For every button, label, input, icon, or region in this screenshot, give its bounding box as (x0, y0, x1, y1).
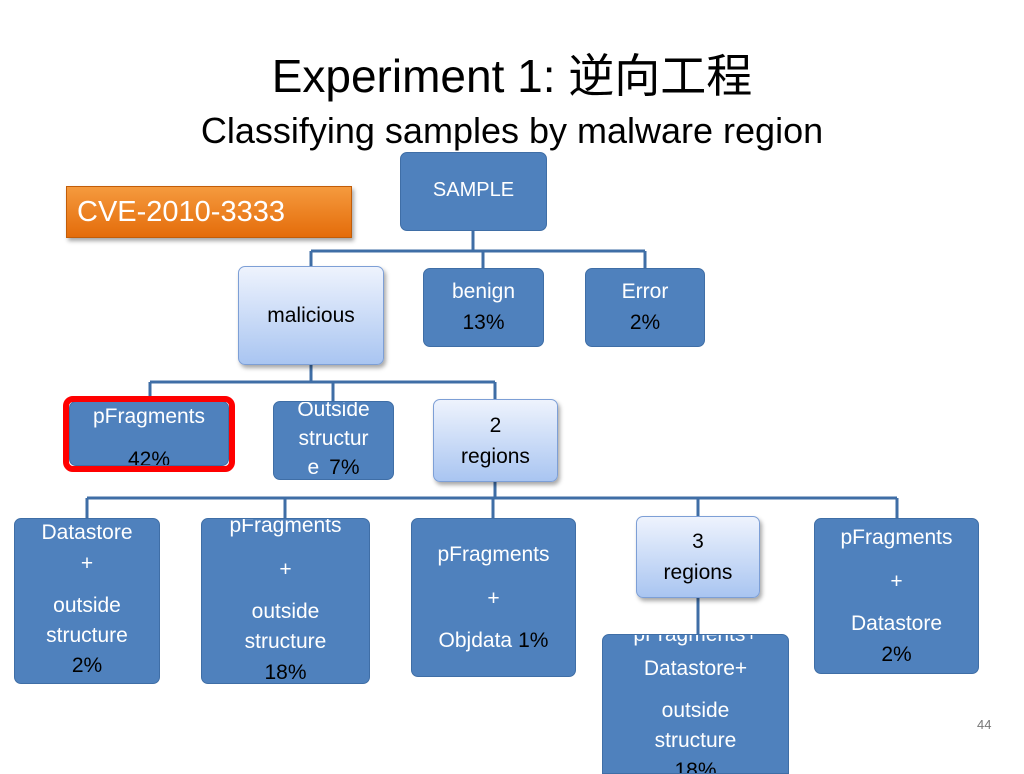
node-ds-outside-l2: + (80, 552, 94, 575)
node-ds-outside-l4: structure (46, 624, 128, 647)
cve-badge: CVE-2010-3333 (66, 186, 352, 238)
node-two-regions: 2 regions (433, 399, 558, 482)
slide-subtitle: Classifying samples by malware region (200, 110, 824, 151)
node-outside-pct: 7% (329, 456, 360, 479)
node-outside-structure: Outside structur e 7% (273, 401, 394, 480)
node-pf-objdata-pct: 1% (518, 629, 549, 652)
node-two-regions-l1: 2 (489, 413, 502, 437)
node-pf-ds-l1: pFragments (840, 526, 953, 549)
node-two-regions-l2: regions (461, 444, 530, 468)
node-pf-outside-l2: + (279, 558, 292, 581)
node-three-regions: 3 regions (636, 516, 760, 598)
node-pf-objdata-row: Objdata 1% (439, 629, 549, 652)
node-pf-objdata-l3: Objdata (438, 629, 513, 652)
node-pf-objdata-l1: pFragments (437, 543, 550, 566)
node-ds-outside-l3: outside (53, 594, 121, 617)
node-ds-outside-l1: Datastore (41, 521, 133, 544)
node-pf-outside-l3: outside (251, 600, 320, 623)
node-three-region-combo: pFragments+ Datastore+ outside structure… (602, 634, 789, 774)
slide-title: Experiment 1: 逆向工程 (271, 50, 753, 102)
node-pfragments-label: pFragments (92, 405, 206, 428)
node-pf-outside-l4: structure (244, 630, 327, 653)
node-outside-l1: Outside (297, 401, 370, 421)
node-pf-ds-l3: Datastore (850, 612, 943, 635)
node-pfragments-pct: 42% (127, 448, 171, 466)
node-pf-ds-pct: 2% (881, 643, 912, 666)
node-pfragments-outside: pFragments + outside structure 18% (201, 518, 370, 684)
node-combo-pct: 18% (674, 759, 717, 774)
node-error: Error 2% (585, 268, 705, 347)
node-malicious: malicious (238, 266, 384, 365)
node-benign-pct: 13% (462, 311, 505, 334)
node-combo-l3: outside (661, 699, 730, 722)
node-outside-l3-row: e 7% (307, 456, 359, 479)
node-ds-outside-pct: 2% (71, 654, 103, 677)
node-benign: benign 13% (423, 268, 544, 347)
node-three-regions-l1: 3 (692, 530, 704, 553)
node-pf-objdata-l2: + (487, 587, 500, 610)
node-pfragments-datastore: pFragments + Datastore 2% (814, 518, 979, 674)
node-outside-l2: structur (298, 427, 369, 450)
node-sample-label: SAMPLE (432, 179, 515, 201)
node-pfragments-objdata: pFragments + Objdata 1% (411, 518, 576, 677)
node-pfragments: pFragments 42% (69, 401, 229, 466)
node-combo-l2: Datastore+ (643, 657, 748, 680)
node-combo-l4: structure (654, 729, 737, 752)
node-pf-ds-l2: + (890, 570, 903, 593)
node-pf-outside-l1: pFragments (229, 518, 342, 537)
node-outside-l3: e (307, 456, 320, 479)
node-sample: SAMPLE (400, 152, 547, 231)
node-three-regions-l2: regions (663, 561, 733, 584)
node-datastore-outside: Datastore + outside structure 2% (14, 518, 160, 684)
node-pf-outside-pct: 18% (264, 661, 307, 684)
page-number: 44 (977, 717, 992, 732)
node-error-pct: 2% (629, 311, 661, 334)
node-benign-label: benign (451, 280, 516, 303)
highlight-box (63, 396, 235, 472)
node-malicious-label: malicious (267, 304, 355, 327)
node-combo-l1: pFragments+ (633, 634, 758, 646)
node-error-label: Error (621, 280, 669, 303)
